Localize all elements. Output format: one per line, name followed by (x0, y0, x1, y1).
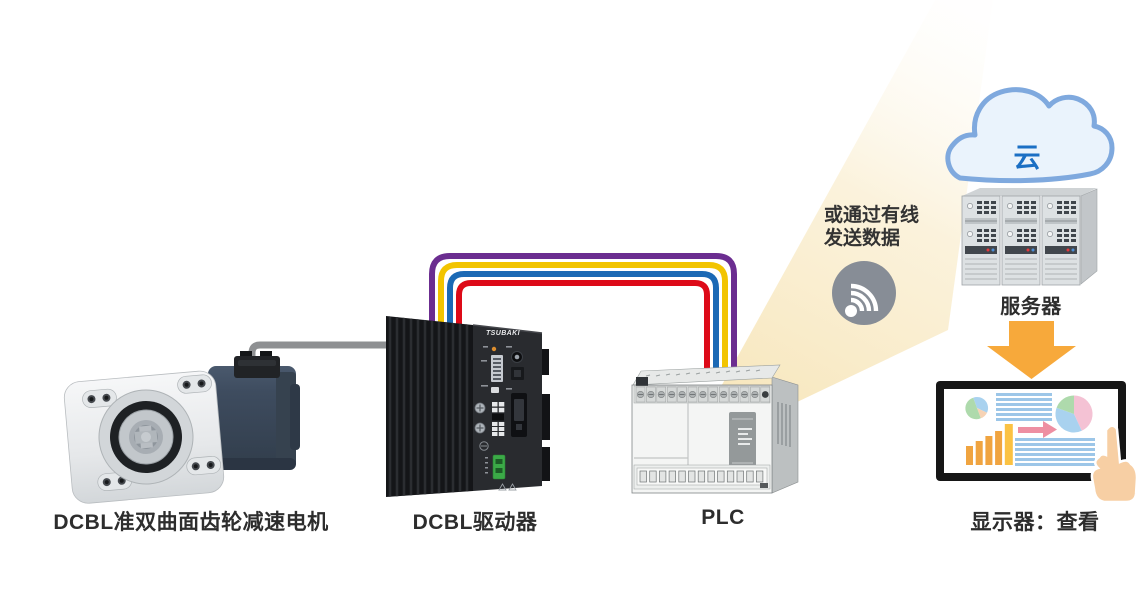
gearbox (63, 370, 225, 504)
wifi-icon (832, 261, 896, 325)
hand-cursor-icon (1090, 424, 1139, 504)
driver-top-edge (472, 324, 543, 334)
display-label: 显示器：查看 (970, 511, 1100, 534)
gear-motor-illustration (63, 351, 300, 504)
screen-pie-large (1055, 395, 1093, 433)
motor-connector (234, 351, 280, 378)
plc-illustration (631, 364, 799, 494)
driver-warning-icons (498, 483, 517, 491)
wireless-note-line1: 或通过有线 (824, 205, 920, 226)
screen-pie-small (965, 397, 989, 420)
plc-label: PLC (701, 506, 745, 529)
driver-front-components (474, 346, 527, 491)
driver-white-connectors (492, 402, 505, 436)
screen-arrow (1018, 421, 1057, 438)
motor-driver-cable (248, 341, 392, 368)
screen-bar-chart (966, 424, 1013, 465)
cable-yellow (438, 262, 728, 380)
wireless-note-line2: 发送数据 (824, 228, 901, 249)
plc-top-face (632, 364, 781, 386)
motor-body-shadow (208, 458, 296, 470)
plc-side-vents (777, 402, 791, 447)
display-illustration (936, 381, 1139, 504)
motor-body (208, 366, 296, 470)
gearbox-screw-holes (89, 381, 213, 485)
driver-potentiometers (474, 402, 486, 434)
driver-green-terminal (485, 454, 506, 480)
driver-led (491, 346, 497, 352)
cable-blue (447, 271, 719, 380)
screen-text-lines-top (996, 393, 1052, 421)
server-side-face (1080, 188, 1098, 285)
driver-brand-logo: TSUBAKI (486, 330, 520, 337)
motor-brake (290, 384, 300, 450)
cloud-label: 云 (1013, 143, 1041, 173)
screen-text-lines-bottom (1015, 438, 1095, 466)
driver-heatsink (386, 316, 473, 497)
driver-heatsink-fins (388, 316, 469, 497)
cloud-icon (945, 87, 1115, 184)
signal-cables (429, 253, 737, 380)
driver-ground-symbol (479, 441, 489, 451)
data-beam (682, 0, 993, 457)
server-towers (961, 195, 1081, 286)
down-arrow (987, 321, 1076, 379)
plc-top-labels (645, 369, 761, 377)
server-top-face (962, 188, 1097, 196)
motor-label: DCBL准双曲面齿轮减速电机 (53, 511, 329, 534)
plc-top-connector (636, 377, 648, 386)
driver-side-connectors (542, 349, 550, 481)
plc-gray-panel (729, 412, 756, 471)
plc-side-panel (771, 376, 799, 494)
plc-terminal-strip-bottom (633, 464, 771, 490)
plc-terminal-strip-top (633, 385, 771, 404)
cable-red (456, 280, 710, 380)
gearbox-bore (98, 389, 194, 485)
cable-purple (429, 253, 737, 380)
wireless-note: 或通过有线 发送数据 (824, 204, 919, 250)
driver-front-panel (473, 325, 542, 491)
driver-label: DCBL驱动器 (412, 511, 538, 534)
server-label: 服务器 (1000, 296, 1062, 318)
driver-illustration (386, 316, 550, 497)
server-illustration (961, 188, 1098, 286)
